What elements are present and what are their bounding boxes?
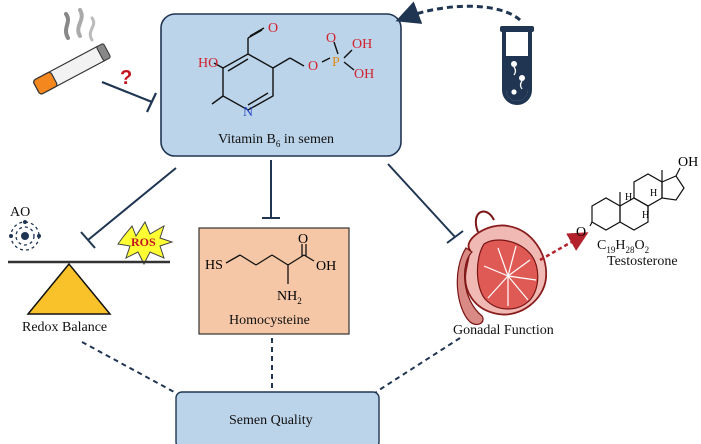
phosphate-oxo-label: O	[326, 31, 336, 46]
gonad-to-testosterone-arrow	[539, 232, 589, 262]
redox-to-quality-dashed	[81, 341, 177, 394]
testosterone-structure	[589, 167, 685, 231]
test-tube-sperm-icon	[500, 26, 534, 105]
carboxyl-oh-label: OH	[316, 259, 336, 274]
testosterone-h-label-2: H	[650, 188, 657, 199]
semen-quality-label: Semen Quality	[229, 413, 313, 428]
testosterone-keto-oxygen: O	[576, 225, 586, 240]
gonadal-to-quality-dashed	[375, 337, 461, 393]
testosterone-label: Testosterone	[607, 254, 678, 269]
testosterone-h-label-1: H	[625, 192, 632, 203]
semen-quality-box: Semen Quality	[175, 391, 380, 444]
aldehyde-oxygen-label: O	[268, 21, 278, 36]
amine-label: NH2	[277, 289, 302, 306]
homocysteine-box-background	[198, 227, 350, 335]
thiol-label: HS	[205, 258, 223, 273]
semen-quality-background	[175, 391, 380, 444]
vitamin-box-background	[160, 13, 402, 157]
carbonyl-oxygen-label: O	[298, 232, 308, 247]
vitamin-b6-label: Vitamin B6 in semen	[218, 132, 334, 149]
box-to-gonadal-inhibition	[387, 163, 464, 244]
phosphorus-atom-label: P	[332, 55, 340, 70]
gonadal-function-label: Gonadal Function	[453, 323, 554, 338]
hydroxyl-atom-label: HO	[198, 56, 218, 71]
phosphate-oh-label-bottom: OH	[354, 67, 374, 82]
test-tube-dashed-arrow	[395, 1, 522, 24]
testosterone-h-label-3: H	[642, 210, 649, 221]
pyridoxal-phosphate-structure	[211, 27, 355, 111]
pyridine-nitrogen-label: N	[243, 105, 253, 120]
homocysteine-label: Homocysteine	[229, 313, 310, 328]
ros-label: ROS	[131, 235, 156, 249]
question-mark-label: ?	[120, 67, 132, 89]
antioxidant-label: AO	[10, 205, 30, 220]
vitamin-b6-box: HO O O P OH OH O N Vitamin B6 in semen	[160, 13, 402, 157]
testis-illustration	[456, 210, 547, 326]
cigarette-inhibition-line	[101, 80, 157, 113]
balance-triangle	[26, 262, 112, 315]
homocysteine-box: HS O OH NH2 Homocysteine	[198, 227, 350, 335]
redox-balance-label: Redox Balance	[22, 320, 107, 335]
box-to-homocysteine-inhibition	[262, 160, 280, 219]
testosterone-oh-label: OH	[678, 155, 698, 170]
antioxidant-atom-icon	[9, 220, 41, 251]
testosterone-formula: C19H28O2	[597, 238, 649, 255]
phosphate-oh-label-top: OH	[352, 37, 372, 52]
homocysteine-structure	[225, 244, 315, 284]
ester-oxygen-label: O	[308, 59, 318, 74]
ros-burst-icon	[117, 220, 174, 266]
cigarette-icon	[33, 8, 111, 95]
box-to-redox-inhibition	[80, 167, 177, 249]
